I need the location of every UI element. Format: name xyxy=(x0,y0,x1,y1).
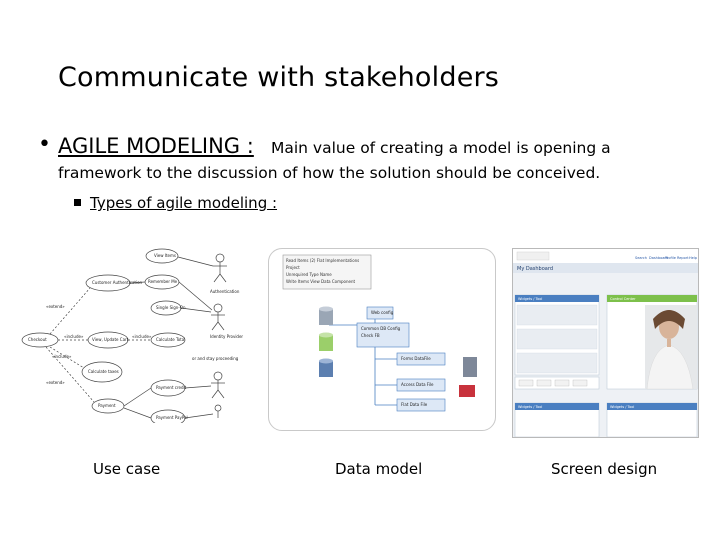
dashboard-title-text: My Dashboard xyxy=(517,266,553,272)
svg-text:Remember Me: Remember Me xyxy=(148,279,178,284)
caption-data-model: Data model xyxy=(335,460,423,478)
svg-text:Help: Help xyxy=(689,256,698,260)
svg-text:Web config: Web config xyxy=(371,310,394,315)
svg-text:Identity Provider: Identity Provider xyxy=(210,334,243,339)
bullet-text-line1: Main value of creating a model is openin… xyxy=(271,139,611,157)
use-case-diagram: View Items Customer Authentication Remem… xyxy=(20,248,245,427)
svg-text:Payment: Payment xyxy=(98,403,116,408)
svg-text:Flat Data File: Flat Data File xyxy=(401,402,428,407)
svg-text:Calculate Total: Calculate Total xyxy=(156,337,185,342)
svg-text:Customer Authentication: Customer Authentication xyxy=(92,280,143,285)
square-bullet-icon xyxy=(74,199,81,206)
svg-text:Payment credit: Payment credit xyxy=(156,385,187,390)
svg-text:Single Sign-On: Single Sign-On xyxy=(156,305,186,310)
svg-text:Project: Project xyxy=(286,265,300,270)
svg-text:Control Center: Control Center xyxy=(610,297,636,301)
svg-text:Report: Report xyxy=(677,256,689,260)
svg-text:«extend»: «extend» xyxy=(46,304,65,309)
svg-text:Widgets / Tool: Widgets / Tool xyxy=(518,297,542,301)
svg-text:Check FB: Check FB xyxy=(361,333,380,338)
svg-text:View Items: View Items xyxy=(154,253,176,258)
svg-text:«extend»: «extend» xyxy=(46,380,65,385)
svg-text:Unrequired Type Name: Unrequired Type Name xyxy=(286,272,332,277)
bullet-dot-icon: • xyxy=(38,132,51,157)
bullet-lead: AGILE MODELING : xyxy=(58,134,254,158)
svg-text:«include»: «include» xyxy=(64,334,84,339)
bullet-text-line2: framework to the discussion of how the s… xyxy=(58,164,601,182)
svg-text:Write Items View Data Componen: Write Items View Data Component xyxy=(286,279,356,284)
svg-text:Access Data File: Access Data File xyxy=(401,382,434,387)
sub-bullet-text: Types of agile modeling : xyxy=(90,194,278,212)
svg-text:«include»: «include» xyxy=(132,334,152,339)
data-model-diagram: Read Items (2) Flat Implementations Proj… xyxy=(268,248,496,431)
caption-use-case: Use case xyxy=(93,460,161,478)
svg-text:View, Update Cart: View, Update Cart xyxy=(92,337,129,342)
svg-text:«include»: «include» xyxy=(52,354,72,359)
svg-text:Widgets / Tool: Widgets / Tool xyxy=(518,405,542,409)
svg-text:Checkout: Checkout xyxy=(28,337,47,342)
svg-text:Payment PayPal: Payment PayPal xyxy=(156,415,188,420)
svg-text:or and stay proceeding: or and stay proceeding xyxy=(192,356,239,361)
svg-text:Read Items (2) Flat Implementa: Read Items (2) Flat Implementations xyxy=(286,258,359,263)
svg-text:Common DB Config: Common DB Config xyxy=(361,326,401,331)
svg-text:Search: Search xyxy=(635,256,647,260)
svg-text:Dashboard: Dashboard xyxy=(649,256,668,260)
sub-bullet: Types of agile modeling : xyxy=(74,194,277,212)
svg-text:Authentication: Authentication xyxy=(210,289,240,294)
svg-text:Forms DataFile: Forms DataFile xyxy=(401,356,431,361)
svg-text:Profile: Profile xyxy=(665,256,676,260)
caption-screen-design: Screen design xyxy=(551,460,658,478)
svg-text:Calculate taxes: Calculate taxes xyxy=(88,369,119,374)
slide-title: Communicate with stakeholders xyxy=(58,62,500,93)
svg-text:Widgets / Tool: Widgets / Tool xyxy=(610,405,634,409)
